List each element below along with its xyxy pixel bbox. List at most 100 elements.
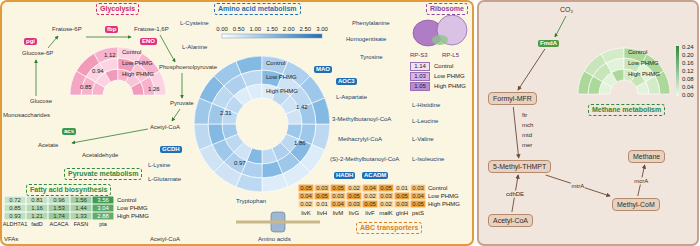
- node-text: HADH: [336, 172, 353, 178]
- metabolite-label: Pyruvate: [170, 100, 194, 107]
- column-label: fadD: [31, 221, 43, 228]
- heat-value: 1.03: [410, 72, 430, 81]
- column-label: pstS: [412, 210, 424, 217]
- left-panel: [1, 1, 473, 245]
- table-cell: 0.02: [378, 200, 394, 208]
- heat-value: 0.94: [92, 68, 104, 75]
- ring-label: Low PHMG: [122, 60, 153, 67]
- heatmap-cell: [262, 174, 288, 192]
- gene-tag: fbp: [105, 26, 118, 33]
- protein-label: RP-L5: [442, 52, 459, 59]
- table-cell: 0.01: [394, 184, 410, 192]
- metabolite-label: Glucose: [30, 98, 52, 105]
- table-cell: 1.44: [70, 204, 92, 212]
- table-cell: 1.33: [70, 212, 92, 220]
- row-label: Control: [428, 184, 447, 192]
- metabolite-label: Methacrylyl-CoA: [338, 136, 382, 143]
- node-text: FmdA: [540, 40, 557, 46]
- metabolite-box: 5-Methyl-THMPT: [488, 160, 551, 173]
- table-cell: 0.05: [362, 200, 378, 208]
- metabolite-label: Acetyl-CoA: [150, 236, 180, 243]
- row-label: Control: [117, 196, 136, 204]
- legend-text: High PHMG: [434, 83, 466, 90]
- table-cell: 0.03: [314, 184, 330, 192]
- heatmap-cell: [312, 98, 330, 124]
- scale-tick: 0.20: [682, 52, 694, 59]
- metabolite-label: L-Isoleucine: [412, 156, 444, 163]
- column-label: glnH: [396, 210, 408, 217]
- metabolite-label: Monosaccharides: [3, 112, 50, 119]
- node-text: pgi: [26, 38, 35, 44]
- protein-label: RP-S3: [410, 52, 428, 59]
- column-label: pta: [99, 221, 107, 228]
- metabolite-label: Acetate: [38, 142, 58, 149]
- gene-tag: acs: [62, 128, 76, 135]
- metabolite-label: L-Leucine: [412, 118, 438, 125]
- membrane: [236, 221, 320, 224]
- edge-label: mtrA: [570, 182, 585, 189]
- scale-tick: 2.00: [283, 26, 295, 33]
- section-title: ABC transporters: [356, 222, 422, 234]
- column-label: livM: [333, 210, 344, 217]
- node-text: Formyl-MFR: [493, 95, 532, 102]
- scale-tick: 0.08: [682, 76, 694, 83]
- ring-label: High PHMG: [266, 88, 298, 95]
- node-text: Methyl-CoM: [617, 201, 655, 208]
- table-cell: 0.03: [394, 200, 410, 208]
- node-text: MAO: [316, 66, 330, 72]
- connector: [546, 175, 610, 196]
- metabolite-label: Phosphoenolpyruvate: [159, 64, 217, 71]
- gene-label: mtd: [522, 132, 532, 139]
- heatmap-cell: [194, 124, 212, 150]
- heat-value: 0.85: [80, 84, 92, 91]
- gene-label: mer: [522, 142, 532, 149]
- node-text: ABC transporters: [360, 224, 418, 231]
- color-scale: [222, 34, 322, 38]
- metabolite-label: L-Glutamate: [148, 176, 181, 183]
- metabolite-label: Acetaldehyde: [82, 152, 118, 159]
- metabolite-label: Phenylalanine: [352, 20, 390, 27]
- gene-tag: pgi: [24, 38, 37, 45]
- scale-tick: 0.04: [682, 84, 694, 91]
- metabolite-label: L-Valine: [412, 136, 434, 143]
- gene-tag: GCDH: [160, 146, 182, 153]
- metabolite-label: L-Lysine: [148, 162, 170, 169]
- heatmap-cell: [94, 47, 118, 63]
- metabolite-label: (S)-2-Methylbutanoyl-CoA: [330, 156, 399, 163]
- scale-tick: 1.00: [249, 26, 261, 33]
- table-cell: 0.03: [378, 192, 394, 200]
- table-cell: 0.02: [362, 192, 378, 200]
- ring-label: Control: [628, 49, 647, 56]
- table-cell: 0.04: [410, 192, 426, 200]
- legend-text: Low PHMG: [434, 73, 465, 80]
- ribosome-rna: [432, 35, 448, 45]
- scale-tick: 0.16: [682, 60, 694, 67]
- table-cell: 0.72: [4, 196, 26, 204]
- table-cell: 0.93: [4, 212, 26, 220]
- metabolite-label: Tryptophan: [236, 198, 266, 205]
- table-cell: 0.03: [330, 192, 346, 200]
- gene-tag: FmdA: [538, 40, 559, 47]
- table-cell: 3.04: [92, 204, 114, 212]
- metabolite-label: L-Histidine: [412, 102, 440, 109]
- row-label: High PHMG: [428, 200, 460, 208]
- metabolite-label: L-Alanine: [182, 44, 207, 51]
- table-cell: 0.04: [298, 192, 314, 200]
- heat-value: 1.14: [410, 62, 430, 71]
- scale-tick: 1.50: [266, 26, 278, 33]
- column-label: livG: [349, 210, 359, 217]
- row-label: Low PHMG: [428, 192, 459, 200]
- connector: [518, 49, 545, 90]
- metabolite-label: Homogentisate: [346, 36, 386, 43]
- node-text: ACADM: [364, 172, 386, 178]
- table-cell: 1.74: [48, 212, 70, 220]
- heat-value: 2.31: [220, 110, 232, 117]
- edge-label: mcrA: [633, 177, 649, 184]
- edge-label: cdhDE: [505, 190, 525, 197]
- node-text: GCDH: [162, 146, 180, 152]
- section-title: Fatty acid biosynthesis: [26, 184, 111, 196]
- ring-label: Control: [266, 60, 285, 67]
- node-text: Methane metabolism: [592, 106, 661, 113]
- metabolite-label: Fratose-1,6P: [134, 26, 169, 33]
- table-cell: 0.96: [48, 196, 70, 204]
